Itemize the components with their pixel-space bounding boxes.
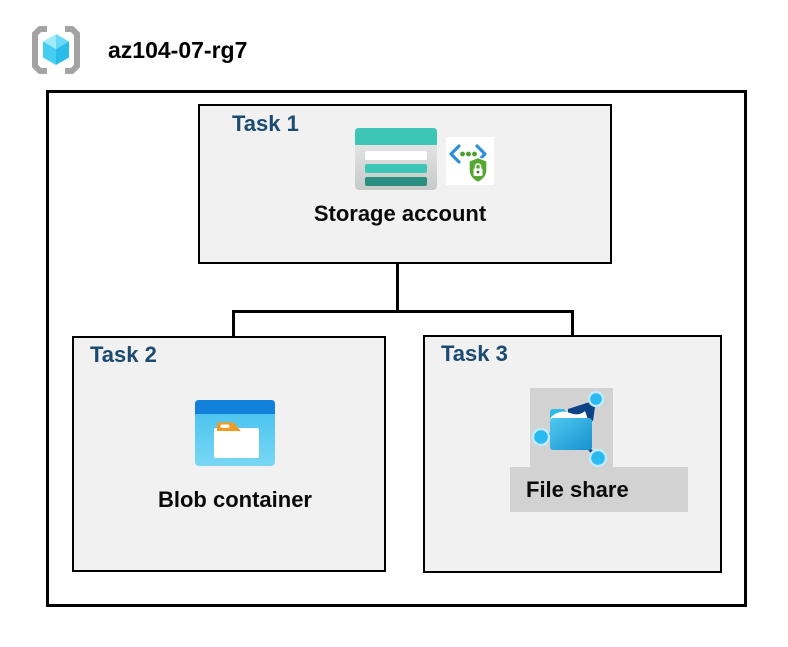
resource-group-name: az104-07-rg7 bbox=[108, 37, 248, 63]
storage-account-label: Storage account bbox=[313, 201, 487, 226]
connector-storage-down bbox=[396, 231, 399, 313]
file-share-label-plate: File share bbox=[510, 467, 688, 512]
task3-label: Task 3 bbox=[441, 341, 508, 366]
blob-container-icon bbox=[195, 400, 275, 466]
resource-group-icon bbox=[32, 26, 80, 74]
secure-endpoint-lock-icon bbox=[446, 137, 494, 185]
file-share-icon bbox=[530, 388, 613, 470]
connector-horizontal bbox=[232, 310, 574, 313]
file-share-label: File share bbox=[526, 476, 629, 502]
task1-label: Task 1 bbox=[232, 111, 299, 136]
storage-account-icon bbox=[355, 128, 437, 190]
task2-label: Task 2 bbox=[90, 342, 157, 367]
blob-container-label: Blob container bbox=[157, 487, 312, 512]
